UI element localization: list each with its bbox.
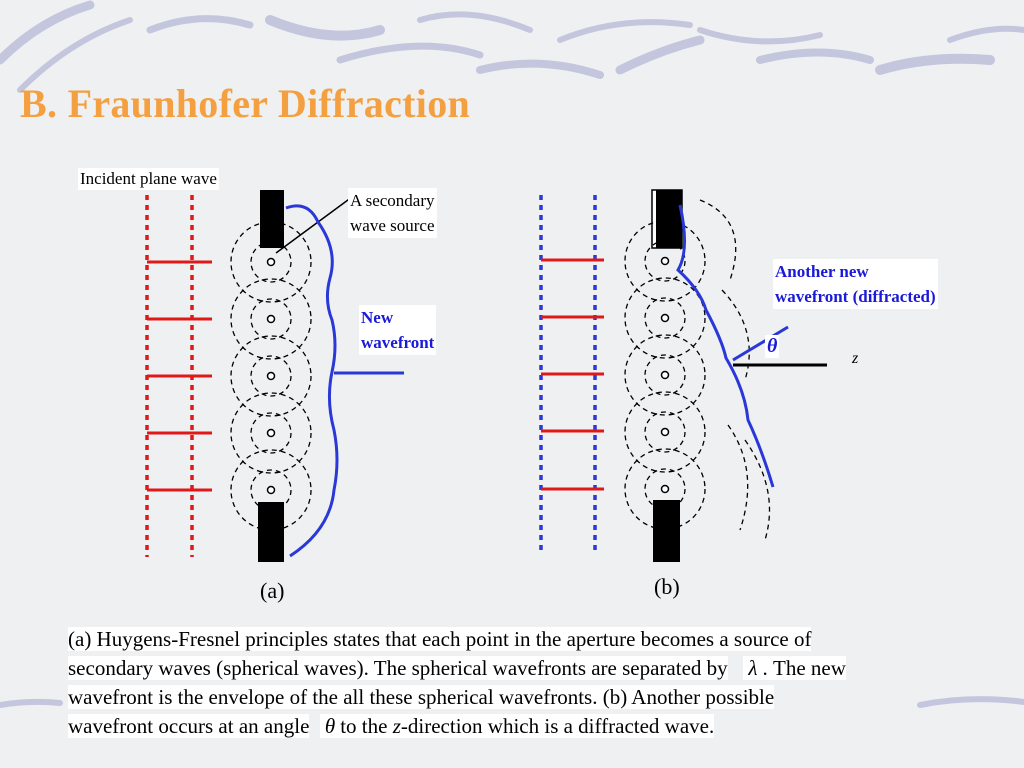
new-wavefront-label: New wavefront bbox=[359, 305, 437, 355]
panel-b-diagram bbox=[539, 189, 827, 562]
new-wavefront-label-line1: New bbox=[361, 308, 394, 327]
incident-wave-label: Incident plane wave bbox=[78, 168, 219, 190]
z-axis-label: z bbox=[852, 350, 859, 367]
caption-text-4c: -direction which is a diffracted wave. bbox=[400, 714, 715, 738]
caption-z-symbol: z bbox=[392, 714, 401, 738]
diffracted-wavefront-label: Another new wavefront (diffracted) bbox=[773, 259, 938, 309]
theta-symbol: θ bbox=[319, 714, 341, 738]
caption-line-1: (a) Huygens-Fresnel principles states th… bbox=[68, 625, 1020, 654]
new-wavefront-label-line2: wavefront bbox=[361, 333, 435, 352]
panel-a-label: (a) bbox=[260, 578, 285, 603]
diffracted-wavefront-label-line1: Another new bbox=[775, 262, 869, 281]
caption-text-1: (a) Huygens-Fresnel principles states th… bbox=[68, 627, 812, 651]
caption-text-2b: . The new bbox=[762, 656, 846, 680]
secondary-source-label-line1: A secondary bbox=[350, 191, 435, 210]
caption: (a) Huygens-Fresnel principles states th… bbox=[68, 625, 1020, 741]
caption-line-2: secondary waves (spherical waves). The s… bbox=[68, 654, 1020, 683]
caption-text-3: wavefront is the envelope of the all the… bbox=[68, 685, 775, 709]
caption-text-2a: secondary waves (spherical waves). The s… bbox=[68, 656, 728, 680]
secondary-source-label-line2: wave source bbox=[350, 216, 435, 235]
secondary-source-label: A secondary wave source bbox=[348, 188, 437, 238]
panel-b-label: (b) bbox=[654, 574, 680, 599]
caption-text-4a: wavefront occurs at an angle bbox=[68, 714, 310, 738]
theta-label: θ bbox=[765, 335, 780, 358]
diffracted-wavefront-label-line2: wavefront (diffracted) bbox=[775, 287, 936, 306]
lambda-symbol: λ bbox=[743, 656, 763, 680]
slide-title: B. Fraunhofer Diffraction bbox=[20, 81, 471, 126]
caption-text-4b: to the bbox=[340, 714, 388, 738]
caption-line-3: wavefront is the envelope of the all the… bbox=[68, 683, 1020, 712]
panel-a-diagram bbox=[145, 190, 404, 562]
